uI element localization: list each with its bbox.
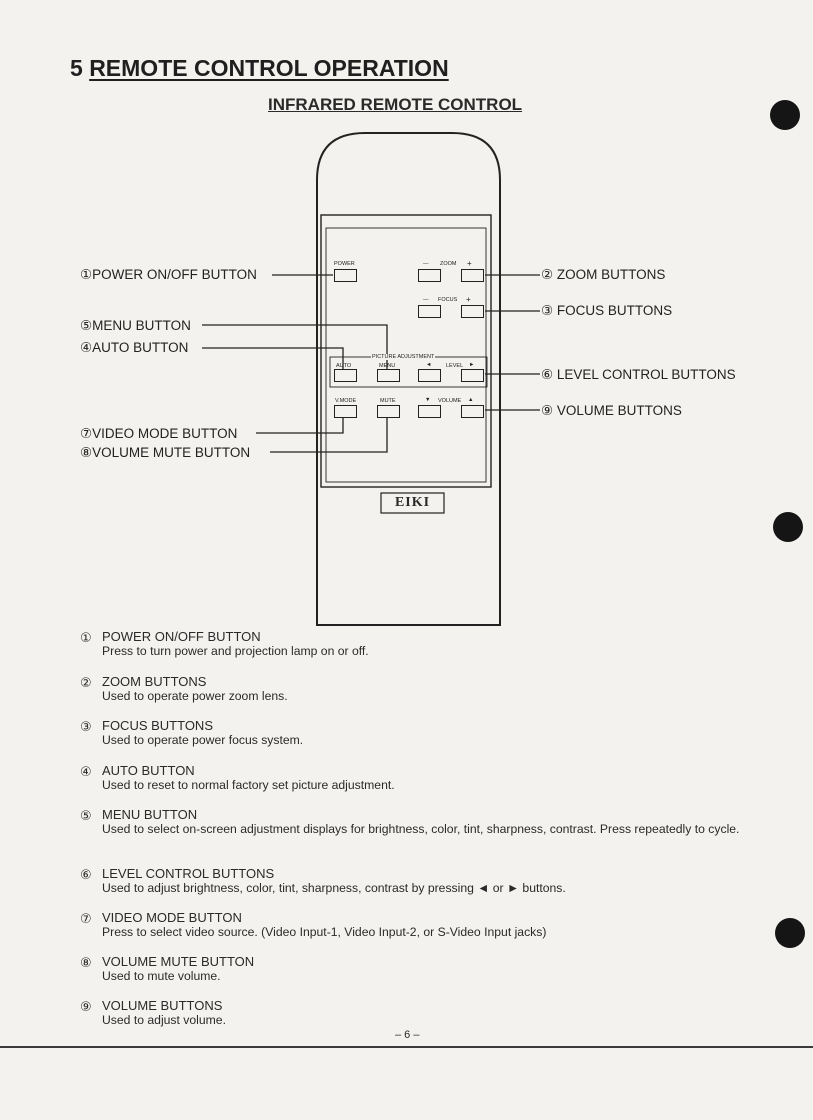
callout-power: ①POWER ON/OFF BUTTON: [80, 267, 257, 282]
volume-up-button: [461, 405, 484, 418]
desc-auto: ④ AUTO BUTTON Used to reset to normal fa…: [80, 763, 395, 792]
desc-mute: ⑧ VOLUME MUTE BUTTON Used to mute volume…: [80, 954, 255, 983]
callout-focus: ③ FOCUS BUTTONS: [541, 303, 673, 318]
focus-plus-label: +: [466, 295, 471, 304]
desc-focus: ③ FOCUS BUTTONS Used to operate power fo…: [80, 718, 304, 747]
level-left-button: [418, 369, 441, 382]
page-number: – 6 –: [395, 1029, 420, 1041]
desc-volume: ⑨ VOLUME BUTTONS Used to adjust volume.: [80, 998, 226, 1027]
mute-button: [377, 405, 400, 418]
menu-label: MENU: [379, 363, 396, 369]
focus-minus-button: [418, 305, 441, 318]
callout-menu: ⑤MENU BUTTON: [80, 318, 191, 333]
button-panel-outline: [320, 214, 492, 488]
focus-plus-button: [461, 305, 484, 318]
remote-body-outline: [316, 132, 501, 626]
callout-auto: ④AUTO BUTTON: [80, 340, 189, 355]
remote-diagram-lines: [202, 132, 540, 626]
level-label: LEVEL: [446, 363, 464, 369]
section-title: REMOTE CONTROL OPERATION: [89, 55, 449, 81]
button-panel-inner: [325, 227, 487, 483]
level-left-label: ◄: [426, 362, 432, 368]
picture-adjustment-label: PICTURE ADJUSTMENT: [371, 354, 436, 360]
callout-volume: ⑨ VOLUME BUTTONS: [541, 403, 682, 418]
binder-hole-bottom: [775, 918, 805, 948]
subtitle: INFRARED REMOTE CONTROL: [268, 95, 523, 114]
brand-logo: EIKI: [394, 495, 431, 510]
volume-down-button: [418, 405, 441, 418]
callout-mute: ⑧VOLUME MUTE BUTTON: [80, 445, 251, 460]
section-heading: 5 REMOTE CONTROL OPERATION: [70, 55, 449, 82]
vmode-label: V.MODE: [335, 398, 357, 404]
callout-zoom: ② ZOOM BUTTONS: [541, 267, 666, 282]
callout-vmode: ⑦VIDEO MODE BUTTON: [80, 426, 238, 441]
section-number: 5: [70, 55, 83, 81]
power-label: POWER: [334, 261, 355, 267]
leader-mute: [270, 411, 388, 453]
volume-down-label: ▼: [425, 397, 431, 403]
zoom-minus-label: —: [423, 261, 429, 267]
auto-button: [334, 369, 357, 382]
zoom-label: ZOOM: [440, 261, 457, 267]
level-right-label: ►: [469, 362, 475, 368]
zoom-plus-button: [461, 269, 484, 282]
volume-up-label: ▲: [468, 397, 474, 403]
menu-button: [377, 369, 400, 382]
leader-auto: [202, 347, 344, 372]
volume-label: VOLUME: [438, 398, 462, 404]
zoom-plus-label: +: [467, 259, 472, 268]
level-right-button: [461, 369, 484, 382]
desc-power: ① POWER ON/OFF BUTTON Press to turn powe…: [80, 629, 369, 658]
auto-label: AUTO: [336, 363, 352, 369]
desc-level: ⑥ LEVEL CONTROL BUTTONS Used to adjust b…: [80, 866, 566, 895]
mute-label: MUTE: [380, 398, 396, 404]
power-button: [334, 269, 357, 282]
binder-hole-middle: [773, 512, 803, 542]
focus-label: FOCUS: [438, 297, 458, 303]
desc-vmode: ⑦ VIDEO MODE BUTTON Press to select vide…: [80, 910, 547, 939]
vmode-button: [334, 405, 357, 418]
zoom-minus-button: [418, 269, 441, 282]
desc-zoom: ② ZOOM BUTTONS Used to operate power zoo…: [80, 674, 288, 703]
binder-hole-top: [770, 100, 800, 130]
brand-badge-outline: [380, 492, 445, 514]
footer-rule: [0, 1046, 813, 1048]
callout-level: ⑥ LEVEL CONTROL BUTTONS: [541, 367, 736, 382]
leader-vmode: [256, 411, 344, 434]
focus-minus-label: —: [423, 297, 429, 303]
desc-menu: ⑤ MENU BUTTON Used to select on-screen a…: [80, 807, 740, 836]
